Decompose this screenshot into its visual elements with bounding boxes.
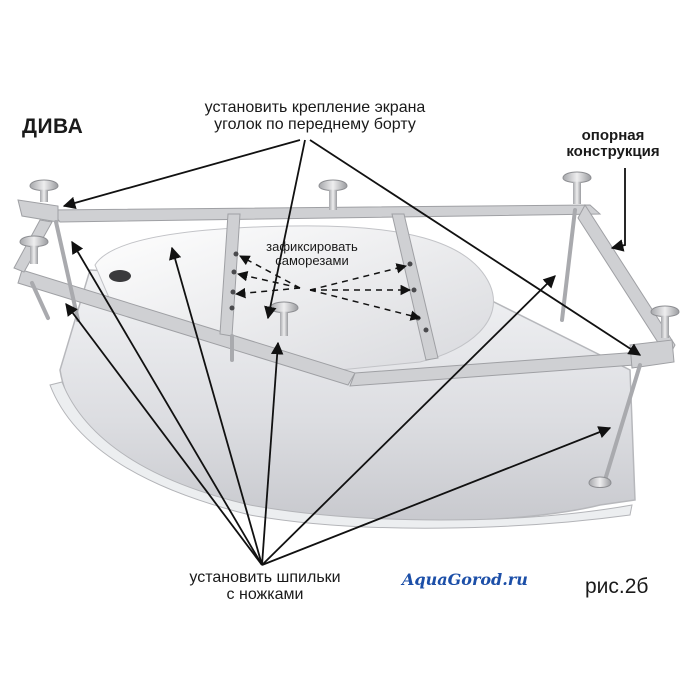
fix-line1: зафиксировать [266, 239, 358, 254]
fix-screws-label: зафиксировать саморезами [232, 240, 392, 267]
figure-label: рис.2б [585, 575, 649, 598]
studs-line2: с ножками [226, 585, 304, 603]
support-line1: опорная [581, 127, 645, 144]
screen-mount-callout: установить крепление экрана уголок по пе… [170, 99, 460, 134]
studs-line1: установить шпильки [189, 569, 341, 586]
adjustable-feet [19, 171, 680, 488]
watermark-logo: AquaGorod.ru [402, 570, 528, 589]
screen-mount-line1: установить крепление экрана [204, 99, 426, 116]
callout-arrows [62, 139, 642, 566]
install-studs-callout: установить шпильки с ножками [170, 569, 360, 604]
screen-mount-line2: уголок по переднему борту [214, 115, 416, 133]
model-title: ДИВА [22, 115, 84, 138]
support-frame [13, 199, 676, 387]
fix-line2: саморезами [275, 252, 349, 268]
support-line2: конструкция [566, 142, 660, 160]
support-structure-label: опорная конструкция [548, 128, 678, 160]
screw-arrows [234, 255, 422, 321]
